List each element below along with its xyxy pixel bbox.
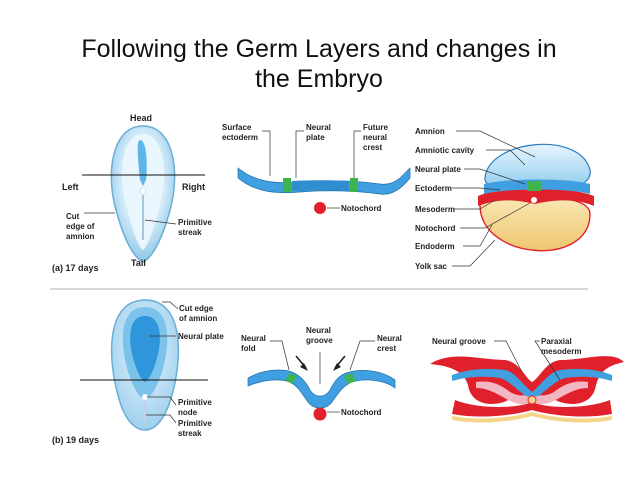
neural-fold-label-2: fold bbox=[241, 344, 256, 353]
leaders-a-right bbox=[452, 130, 536, 267]
slide-title: Following the Germ Layers and changes in… bbox=[40, 34, 598, 94]
panel-b-label: (b) 19 days bbox=[52, 435, 99, 445]
neural-plate-b-label: Neural plate bbox=[178, 332, 224, 341]
primitive-node-label-1: Primitive bbox=[178, 398, 212, 407]
cross-section-b bbox=[247, 369, 396, 421]
neural-crest-label-2: crest bbox=[377, 344, 396, 353]
cut-edge-label-1: Cut bbox=[66, 212, 80, 221]
embryo-disc-a bbox=[478, 143, 594, 252]
neural-crest-label-1: Neural bbox=[377, 334, 402, 343]
embryo-disc-b bbox=[430, 356, 624, 423]
left-label: Left bbox=[62, 182, 79, 192]
notochord-right-label: Notochord bbox=[415, 224, 456, 233]
ectoderm-label: Ectoderm bbox=[415, 184, 452, 193]
amnion-label: Amnion bbox=[415, 127, 445, 136]
tail-label: Tail bbox=[131, 258, 146, 268]
neural-plate-a-label-2: plate bbox=[306, 133, 325, 142]
surface-ectoderm-label-1: Surface bbox=[222, 123, 252, 132]
embryo-b-illustration bbox=[110, 299, 180, 431]
neural-groove-label-2: groove bbox=[306, 336, 333, 345]
title-line-2: the Embryo bbox=[255, 65, 383, 93]
primitive-streak-a-label-1: Primitive bbox=[178, 218, 212, 227]
right-label: Right bbox=[182, 182, 205, 192]
future-neural-crest-label-1: Future bbox=[363, 123, 388, 132]
neural-groove-label-1: Neural bbox=[306, 326, 331, 335]
head-label: Head bbox=[130, 113, 152, 123]
primitive-streak-b-label-2: streak bbox=[178, 429, 202, 438]
future-neural-crest-label-2: neural bbox=[363, 133, 387, 142]
cut-edge-label-2: edge of bbox=[66, 222, 95, 231]
primitive-streak-a-label-2: streak bbox=[178, 228, 202, 237]
neural-groove-right-label: Neural groove bbox=[432, 337, 486, 346]
cut-edge-label-3: amnion bbox=[66, 232, 95, 241]
embryo-a-illustration bbox=[110, 125, 176, 263]
notochord-a-label: Notochord bbox=[341, 204, 382, 213]
neural-fold-label-1: Neural bbox=[241, 334, 266, 343]
paraxial-mesoderm-label-1: Paraxial bbox=[541, 337, 572, 346]
notochord-b-label: Notochord bbox=[341, 408, 382, 417]
neural-plate-right-label: Neural plate bbox=[415, 165, 461, 174]
amniotic-cavity-label: Amniotic cavity bbox=[415, 146, 475, 155]
cut-edge-b-label-1: Cut edge bbox=[179, 304, 214, 313]
primitive-streak-b-label-1: Primitive bbox=[178, 419, 212, 428]
surface-ectoderm-label-2: ectoderm bbox=[222, 133, 258, 142]
neural-plate-a-label-1: Neural bbox=[306, 123, 331, 132]
yolk-sac-label: Yolk sac bbox=[415, 262, 447, 271]
mesoderm-label: Mesoderm bbox=[415, 205, 455, 214]
title-line-1: Following the Germ Layers and changes in bbox=[81, 35, 557, 63]
primitive-node-label-2: node bbox=[178, 408, 198, 417]
cross-section-a bbox=[237, 167, 411, 214]
paraxial-mesoderm-label-2: mesoderm bbox=[541, 347, 581, 356]
panel-a-label: (a) 17 days bbox=[52, 263, 99, 273]
endoderm-label: Endoderm bbox=[415, 242, 455, 251]
future-neural-crest-label-3: crest bbox=[363, 143, 382, 152]
cut-edge-b-label-2: of amnion bbox=[179, 314, 217, 323]
